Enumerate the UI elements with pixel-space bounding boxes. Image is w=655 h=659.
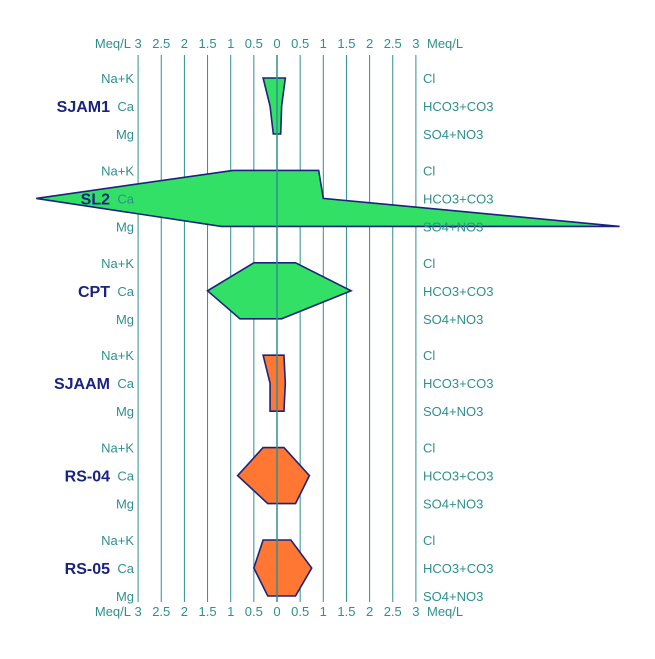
- tick-label-top: 3: [134, 36, 141, 51]
- stiff-polygons: [36, 77, 620, 597]
- unit-label-top-left: Meq/L: [95, 36, 131, 51]
- cation-label: Mg: [116, 404, 134, 419]
- sample-name: RS-05: [65, 561, 110, 578]
- tick-label-bottom: 2: [366, 604, 373, 619]
- tick-label-top: 0.5: [245, 36, 263, 51]
- tick-label-bottom: 0.5: [245, 604, 263, 619]
- tick-label-top: 1.5: [199, 36, 217, 51]
- stiff-polygon-sjaam: [262, 354, 287, 413]
- anion-label: HCO3+CO3: [423, 561, 493, 576]
- unit-label-bottom-right: Meq/L: [427, 604, 463, 619]
- cation-label: Mg: [116, 312, 134, 327]
- anion-label: Cl: [423, 71, 435, 86]
- stiff-polygon-cpt: [206, 261, 354, 320]
- cation-label: Na+K: [101, 533, 134, 548]
- anion-label: Cl: [423, 441, 435, 456]
- cation-label: Na+K: [101, 441, 134, 456]
- anion-label: HCO3+CO3: [423, 99, 493, 114]
- sample-name: SJAAM: [54, 376, 110, 393]
- anion-label: HCO3+CO3: [423, 191, 493, 206]
- anion-label: HCO3+CO3: [423, 469, 493, 484]
- anion-label: SO4+NO3: [423, 589, 483, 604]
- tick-label-bottom: 1.5: [199, 604, 217, 619]
- anion-label: SO4+NO3: [423, 219, 483, 234]
- stiff-polygon-rs-05: [252, 539, 313, 597]
- ion-labels: Na+KCaMgClHCO3+CO3SO4+NO3SJAM1Na+KCaMgCl…: [54, 71, 493, 604]
- tick-label-top: 2: [181, 36, 188, 51]
- tick-label-top: 2.5: [384, 36, 402, 51]
- tick-label-bottom: 2: [181, 604, 188, 619]
- tick-label-top: 2.5: [152, 36, 170, 51]
- ticks-bottom: Meq/L Meq/L 3 2.5 2 1.5 1 0.5 0 0.5 1 1.5 2 2.5 3: [95, 604, 463, 619]
- tick-label-bottom: 0.5: [291, 604, 309, 619]
- tick-label-bottom: 1: [320, 604, 327, 619]
- unit-label-bottom-left: Meq/L: [95, 604, 131, 619]
- sample-name: RS-04: [65, 469, 110, 486]
- cation-label: Na+K: [101, 71, 134, 86]
- cation-label: Mg: [116, 127, 134, 142]
- ticks-top: Meq/L Meq/L 3 2.5 2 1.5 1 0.5 0 0.5 1 1.5 2 2.5 3: [95, 36, 463, 51]
- cation-label: Na+K: [101, 256, 134, 271]
- tick-label-top: 1: [320, 36, 327, 51]
- anion-label: HCO3+CO3: [423, 284, 493, 299]
- tick-label-bottom: 0: [273, 604, 280, 619]
- cation-label: Na+K: [101, 163, 134, 178]
- tick-label-bottom: 1.5: [337, 604, 355, 619]
- anion-label: SO4+NO3: [423, 312, 483, 327]
- sample-name: CPT: [78, 284, 110, 301]
- anion-label: Cl: [423, 256, 435, 271]
- tick-label-bottom: 3: [412, 604, 419, 619]
- tick-label-bottom: 2.5: [384, 604, 402, 619]
- tick-label-top: 0.5: [291, 36, 309, 51]
- unit-label-top-right: Meq/L: [427, 36, 463, 51]
- anion-label: HCO3+CO3: [423, 376, 493, 391]
- anion-label: SO4+NO3: [423, 497, 483, 512]
- cation-label: Ca: [117, 191, 134, 206]
- tick-label-bottom: 3: [134, 604, 141, 619]
- cation-label: Na+K: [101, 348, 134, 363]
- anion-label: Cl: [423, 533, 435, 548]
- tick-label-top: 1.5: [337, 36, 355, 51]
- anion-label: Cl: [423, 348, 435, 363]
- grid: [137, 55, 417, 602]
- tick-label-top: 0: [273, 36, 280, 51]
- cation-label: Ca: [117, 469, 134, 484]
- cation-label: Ca: [117, 561, 134, 576]
- sample-name: SJAM1: [57, 99, 110, 116]
- tick-label-bottom: 2.5: [152, 604, 170, 619]
- stiff-polygon-sl2: [36, 169, 620, 228]
- stiff-polygon-sjam1: [262, 77, 287, 135]
- cation-label: Ca: [117, 284, 134, 299]
- tick-label-top: 2: [366, 36, 373, 51]
- cation-label: Ca: [117, 99, 134, 114]
- cation-label: Ca: [117, 376, 134, 391]
- cation-label: Mg: [116, 219, 134, 234]
- anion-label: SO4+NO3: [423, 404, 483, 419]
- stiff-polygon-rs-04: [236, 446, 311, 505]
- cation-label: Mg: [116, 589, 134, 604]
- tick-label-bottom: 1: [227, 604, 234, 619]
- tick-label-top: 3: [412, 36, 419, 51]
- anion-label: Cl: [423, 163, 435, 178]
- tick-label-top: 1: [227, 36, 234, 51]
- anion-label: SO4+NO3: [423, 127, 483, 142]
- cation-label: Mg: [116, 497, 134, 512]
- sample-name: SL2: [81, 191, 110, 208]
